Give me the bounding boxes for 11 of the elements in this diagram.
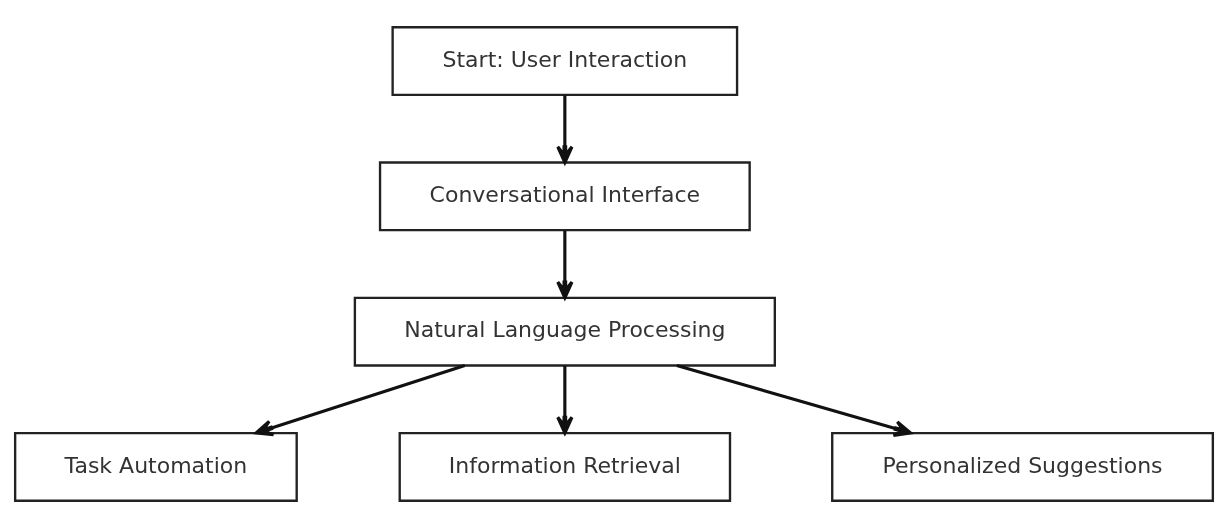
node-box: Natural Language Processing: [353, 296, 776, 367]
arrow: [676, 364, 913, 437]
node-box: Conversational Interface: [378, 161, 751, 232]
node-box: Personalized Suggestions: [831, 431, 1215, 502]
node-box: Start: User Interaction: [391, 26, 739, 97]
arrow: [254, 364, 466, 437]
arrow: [556, 365, 574, 435]
arrow: [556, 95, 574, 165]
node-box: Information Retrieval: [398, 431, 732, 502]
node-box: Task Automation: [13, 431, 298, 502]
arrow: [556, 230, 574, 300]
